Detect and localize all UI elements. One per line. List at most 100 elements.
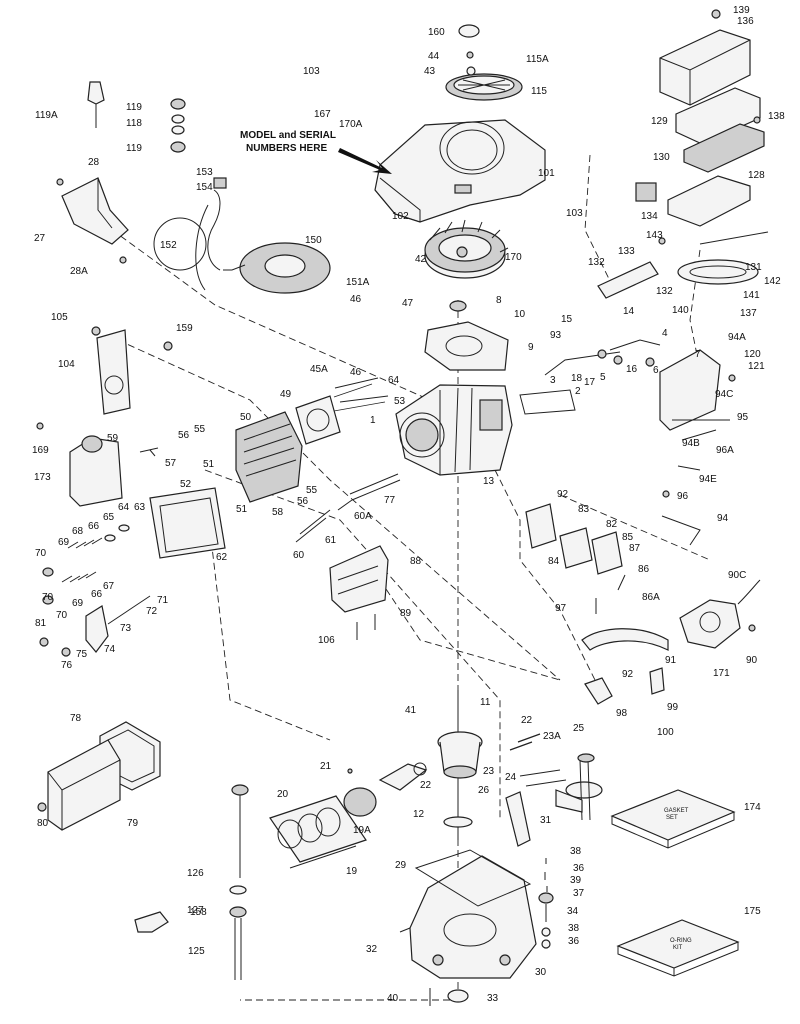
part-label: 120 — [744, 349, 761, 360]
part-label: 78 — [70, 713, 82, 724]
part-label: 3 — [550, 375, 556, 386]
part-label: 66 — [88, 521, 100, 532]
part-label: 49 — [280, 389, 292, 400]
valve-cover-and-guards — [36, 326, 226, 559]
part-label: 131 — [745, 262, 762, 273]
part-label: 28 — [88, 157, 100, 168]
part-label: 65 — [103, 512, 115, 523]
part-label: 53 — [394, 396, 406, 407]
part-label: 28A — [70, 266, 88, 277]
part-label: 61 — [325, 535, 337, 546]
model-serial-line-2: NUMBERS HERE — [246, 143, 327, 154]
part-label: 89 — [400, 608, 412, 619]
part-label: 88 — [410, 556, 422, 567]
part-label: 79 — [127, 818, 139, 829]
part-label: 37 — [573, 888, 585, 899]
part-label: 74 — [104, 644, 116, 655]
part-label: 132 — [588, 257, 605, 268]
part-label: 174 — [744, 802, 761, 813]
gasket-set-box — [610, 789, 736, 849]
part-label: 13 — [483, 476, 495, 487]
part-label: 55 — [306, 485, 318, 496]
part-label: 94C — [715, 389, 733, 400]
part-label: 20 — [277, 789, 289, 800]
part-label: 82 — [606, 519, 618, 530]
recoil-screen — [445, 24, 523, 101]
part-label: 94E — [699, 474, 717, 485]
part-label: 18 — [571, 373, 583, 384]
part-label: 134 — [641, 211, 658, 222]
part-label: 43 — [424, 66, 436, 77]
part-label: 57 — [165, 458, 177, 469]
part-label: 159 — [176, 323, 193, 334]
part-label: 63 — [134, 502, 146, 513]
part-label: 51 — [236, 504, 248, 515]
part-label: 1 — [370, 415, 376, 426]
part-label: 51 — [203, 459, 215, 470]
part-label: 137 — [740, 308, 757, 319]
carburetor-assembly — [525, 490, 761, 705]
part-label: 9 — [528, 342, 534, 353]
part-label: 66 — [91, 589, 103, 600]
part-label: 129 — [651, 116, 668, 127]
air-cleaner-assembly — [597, 9, 769, 299]
part-label: 27 — [34, 233, 46, 244]
part-label: 133 — [618, 246, 635, 257]
part-label: 169 — [32, 445, 49, 456]
part-label: 47 — [402, 298, 414, 309]
part-label: 69 — [72, 598, 84, 609]
part-label: 90C — [728, 570, 746, 581]
part-label: 119 — [126, 143, 142, 154]
part-label: 121 — [748, 361, 765, 372]
part-label: 175 — [744, 906, 761, 917]
part-label: 64 — [388, 375, 400, 386]
part-label: 139 — [733, 5, 750, 16]
part-label: 6 — [653, 365, 659, 376]
part-label: 87 — [629, 543, 641, 554]
part-label: 17 — [584, 377, 596, 388]
part-label: 86 — [638, 564, 650, 575]
cylinder-head — [235, 377, 389, 503]
part-label: 119A — [35, 110, 58, 121]
part-label: 126 — [187, 868, 204, 879]
part-label: 41 — [405, 705, 417, 716]
part-label: 97 — [555, 603, 567, 614]
part-label: 100 — [657, 727, 674, 738]
part-label: 118 — [126, 118, 142, 129]
part-label: 101 — [538, 168, 555, 179]
part-label: 96A — [716, 445, 734, 456]
part-label: 56 — [297, 496, 309, 507]
part-label: 94A — [728, 332, 746, 343]
part-label: 103 — [303, 66, 320, 77]
flywheel — [424, 219, 509, 279]
part-label: 150 — [305, 235, 322, 246]
part-label: 34 — [567, 906, 579, 917]
part-label: 52 — [180, 479, 192, 490]
part-label: 119 — [126, 102, 142, 113]
part-label: 36 — [568, 936, 580, 947]
part-label: 106 — [318, 635, 335, 646]
blower-housing — [374, 119, 546, 223]
part-label: 104 — [58, 359, 75, 370]
part-label: 94 — [717, 513, 729, 524]
part-label: 19 — [346, 866, 358, 877]
part-label: 15 — [561, 314, 573, 325]
part-label: 143 — [646, 230, 663, 241]
part-label: 125 — [188, 946, 205, 957]
part-label: 153 — [196, 167, 213, 178]
part-label: 22 — [420, 780, 432, 791]
part-label: 132 — [656, 286, 673, 297]
part-label: 58 — [272, 507, 284, 518]
part-label: 46 — [350, 367, 362, 378]
model-serial-arrow — [338, 148, 392, 174]
part-label: 103 — [566, 208, 583, 219]
part-label: 21 — [320, 761, 332, 772]
part-label: 60 — [293, 550, 305, 561]
part-label: 92 — [557, 489, 569, 500]
crankcase-sump — [399, 849, 554, 1006]
part-label: 130 — [653, 152, 670, 163]
